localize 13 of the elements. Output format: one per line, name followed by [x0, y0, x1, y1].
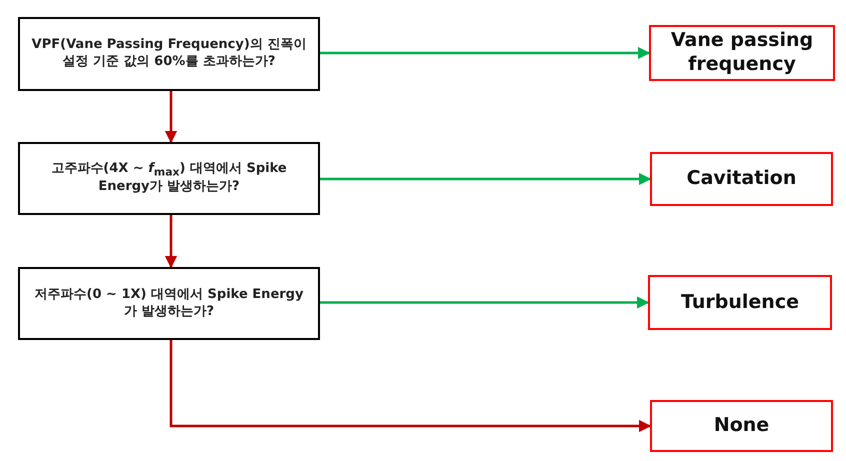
- arrow: [164, 215, 178, 268]
- question-box: VPF(Vane Passing Frequency)의 진폭이 설정 기준 값의 60%를 초과하는가?: [18, 17, 320, 91]
- result-box: None: [650, 400, 833, 452]
- question-box: 저주파수(0 ~ 1X) 대역에서 Spike Energy가 발생하는가?: [18, 267, 320, 340]
- arrow: [320, 46, 650, 60]
- result-box: Cavitation: [650, 152, 833, 206]
- result-box: Turbulence: [648, 275, 832, 330]
- arrow: [320, 296, 650, 309]
- result-box: Vane passing frequency: [649, 25, 835, 81]
- arrow: [320, 172, 652, 186]
- arrow: [170, 340, 652, 432]
- arrow: [164, 91, 178, 144]
- question-box: 고주파수(4X ~ f$_{max}$) 대역에서 Spike Energy가 발생하는가?: [18, 142, 320, 215]
